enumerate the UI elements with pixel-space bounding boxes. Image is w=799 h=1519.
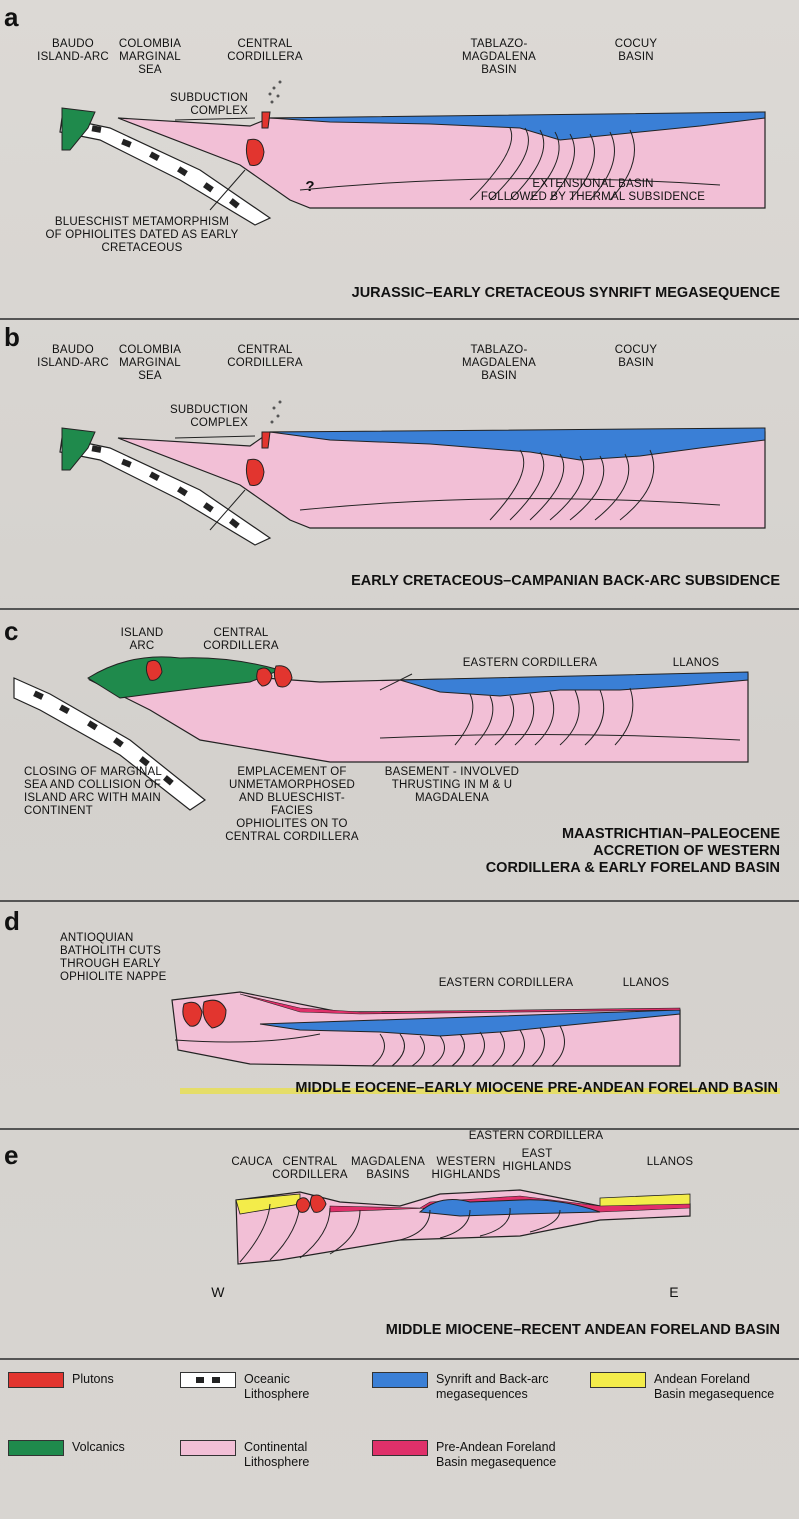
panel-e-diagram — [0, 1180, 799, 1290]
legend-swatch-oceanic — [180, 1372, 236, 1388]
panel-d-letter: d — [4, 906, 20, 937]
panel-d-label-antioquian: ANTIOQUIAN BATHOLITH CUTS THROUGH EARLY … — [60, 932, 180, 984]
panel-e-label-e: E — [662, 1286, 686, 1299]
panel-b-title: EARLY CRETACEOUS–CAMPANIAN BACK-ARC SUBS… — [300, 573, 780, 590]
legend-item-synrift: Synrift and Back-arc megasequences — [372, 1372, 549, 1402]
panel-a-pluton-top — [262, 112, 270, 128]
legend-item-preandean: Pre-Andean Foreland Basin megasequence — [372, 1440, 556, 1470]
legend-item-andean: Andean Foreland Basin megasequence — [590, 1372, 774, 1402]
panel-c-label-basement: BASEMENT - INVOLVED THRUSTING IN M & U M… — [382, 766, 522, 805]
panel-c-label-closing: CLOSING OF MARGINAL SEA AND COLLISION OF… — [24, 766, 174, 818]
panel-d-label-eastern-cordillera: EASTERN CORDILLERA — [436, 977, 576, 990]
panel-b-pluton — [246, 459, 264, 485]
separator — [0, 608, 799, 610]
panel-c-pluton-2 — [274, 666, 292, 687]
panel-e-label-eastern-cordillera: EASTERN CORDILLERA — [456, 1130, 616, 1143]
legend-swatch-plutons — [8, 1372, 64, 1388]
panel-c-label-emplacement: EMPLACEMENT OF UNMETAMORPHOSED AND BLUES… — [222, 766, 362, 844]
legend-label: Pre-Andean Foreland Basin megasequence — [436, 1440, 556, 1470]
panel-e-title: MIDDLE MIOCENE–RECENT ANDEAN FORELAND BA… — [300, 1322, 780, 1339]
panel-e-label-western-highlands: WESTERN HIGHLANDS — [426, 1156, 506, 1182]
legend-swatch-andean — [590, 1372, 646, 1388]
legend-label: Andean Foreland Basin megasequence — [654, 1372, 774, 1402]
legend-item-plutons: Plutons — [8, 1372, 114, 1388]
legend-item-continental: Continental Lithosphere — [180, 1440, 309, 1470]
panel-a-label-blueschist: BLUESCHIST METAMORPHISM OF OPHIOLITES DA… — [42, 216, 242, 255]
legend-swatch-continental — [180, 1440, 236, 1456]
legend-item-volcanics: Volcanics — [8, 1440, 125, 1456]
panel-d-label-llanos: LLANOS — [616, 977, 676, 990]
legend-label: Oceanic Lithosphere — [244, 1372, 309, 1402]
panel-b-volcanic-dots — [271, 401, 282, 424]
panel-e-pluton-1 — [296, 1198, 310, 1213]
legend-swatch-preandean — [372, 1440, 428, 1456]
panel-e-label-w: W — [206, 1286, 230, 1299]
panel-d-title: MIDDLE EOCENE–EARLY MIOCENE PRE-ANDEAN F… — [180, 1080, 778, 1097]
legend-swatch-volcanics — [8, 1440, 64, 1456]
panel-e-label-central-cordillera: CENTRAL CORDILLERA — [270, 1156, 350, 1182]
legend-label: Volcanics — [72, 1440, 125, 1455]
legend-label: Synrift and Back-arc megasequences — [436, 1372, 549, 1402]
panel-a-label-extensional: EXTENSIONAL BASIN FOLLOWED BY THERMAL SU… — [468, 178, 718, 204]
panel-b-diagram — [0, 320, 799, 550]
legend-item-oceanic: Oceanic Lithosphere — [180, 1372, 309, 1402]
panel-a-volcanic-dots — [269, 81, 282, 104]
legend-label: Plutons — [72, 1372, 114, 1387]
block-icon — [212, 1377, 220, 1383]
panel-a-question: ? — [298, 180, 322, 193]
separator — [0, 1358, 799, 1360]
panel-e-label-east-highlands: EAST HIGHLANDS — [502, 1148, 572, 1174]
block-icon — [196, 1377, 204, 1383]
separator — [0, 900, 799, 902]
separator — [0, 1128, 799, 1130]
panel-e-letter: e — [4, 1140, 18, 1171]
panel-c-title: MAASTRICHTIAN–PALEOCENE ACCRETION OF WES… — [400, 826, 780, 877]
panel-e-label-llanos: LLANOS — [640, 1156, 700, 1169]
panel-b-pluton-top — [262, 432, 270, 448]
panel-a-title: JURASSIC–EARLY CRETACEOUS SYNRIFT MEGASE… — [300, 285, 780, 302]
panel-d-preandean — [240, 994, 680, 1014]
legend-swatch-synrift — [372, 1372, 428, 1388]
panel-a-pluton — [246, 139, 264, 165]
panel-e-label-magdalena: MAGDALENA BASINS — [348, 1156, 428, 1182]
legend-label: Continental Lithosphere — [244, 1440, 309, 1470]
